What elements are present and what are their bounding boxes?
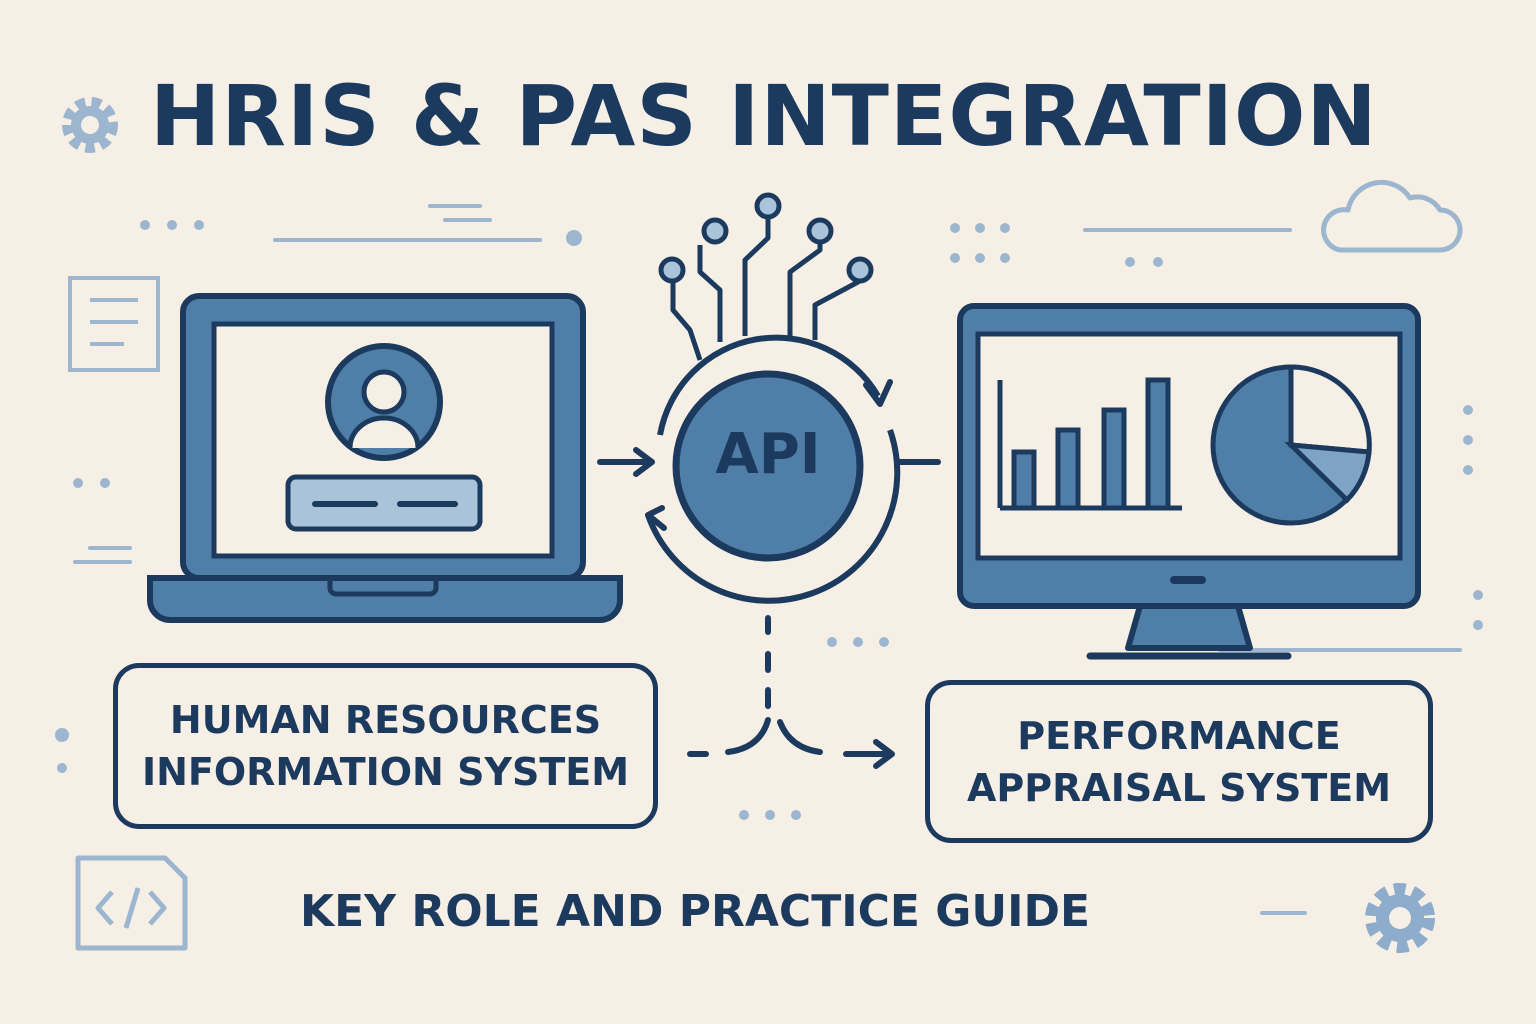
circuit-nodes (658, 192, 874, 284)
page-title: HRIS & PAS INTEGRATION (150, 67, 1378, 165)
laptop-illustration (147, 293, 623, 623)
hris-label-line1: HUMAN RESOURCES (169, 698, 602, 742)
hris-label-line2: INFORMATION SYSTEM (141, 750, 630, 794)
cycle-arrow (645, 429, 901, 604)
user-icon (325, 343, 443, 461)
circuit-lines (670, 218, 861, 361)
pas-label-line1: PERFORMANCE (1017, 713, 1341, 758)
decorative-dots (55, 220, 1483, 820)
monitor-illustration (957, 303, 1421, 660)
api-label: API (715, 422, 821, 487)
connector-lines (597, 447, 941, 477)
decorative-lines (73, 204, 1462, 915)
dashed-flow (687, 615, 895, 769)
document-icon (68, 276, 160, 372)
cloud-icon (1321, 179, 1463, 253)
api-hub (597, 192, 941, 769)
subtitle: KEY ROLE AND PRACTICE GUIDE (300, 886, 1091, 937)
pas-label-line2: APPRAISAL SYSTEM (966, 765, 1392, 810)
pas-label-box: PERFORMANCE APPRAISAL SYSTEM (925, 680, 1433, 843)
cycle-arrow (657, 334, 881, 436)
code-file-icon (75, 855, 188, 951)
hris-label-box: HUMAN RESOURCES INFORMATION SYSTEM (113, 663, 658, 829)
gear-icon (62, 97, 118, 153)
bar-chart-icon (997, 377, 1182, 511)
gear-icon (1365, 883, 1435, 953)
pie-chart-icon (1210, 364, 1372, 526)
